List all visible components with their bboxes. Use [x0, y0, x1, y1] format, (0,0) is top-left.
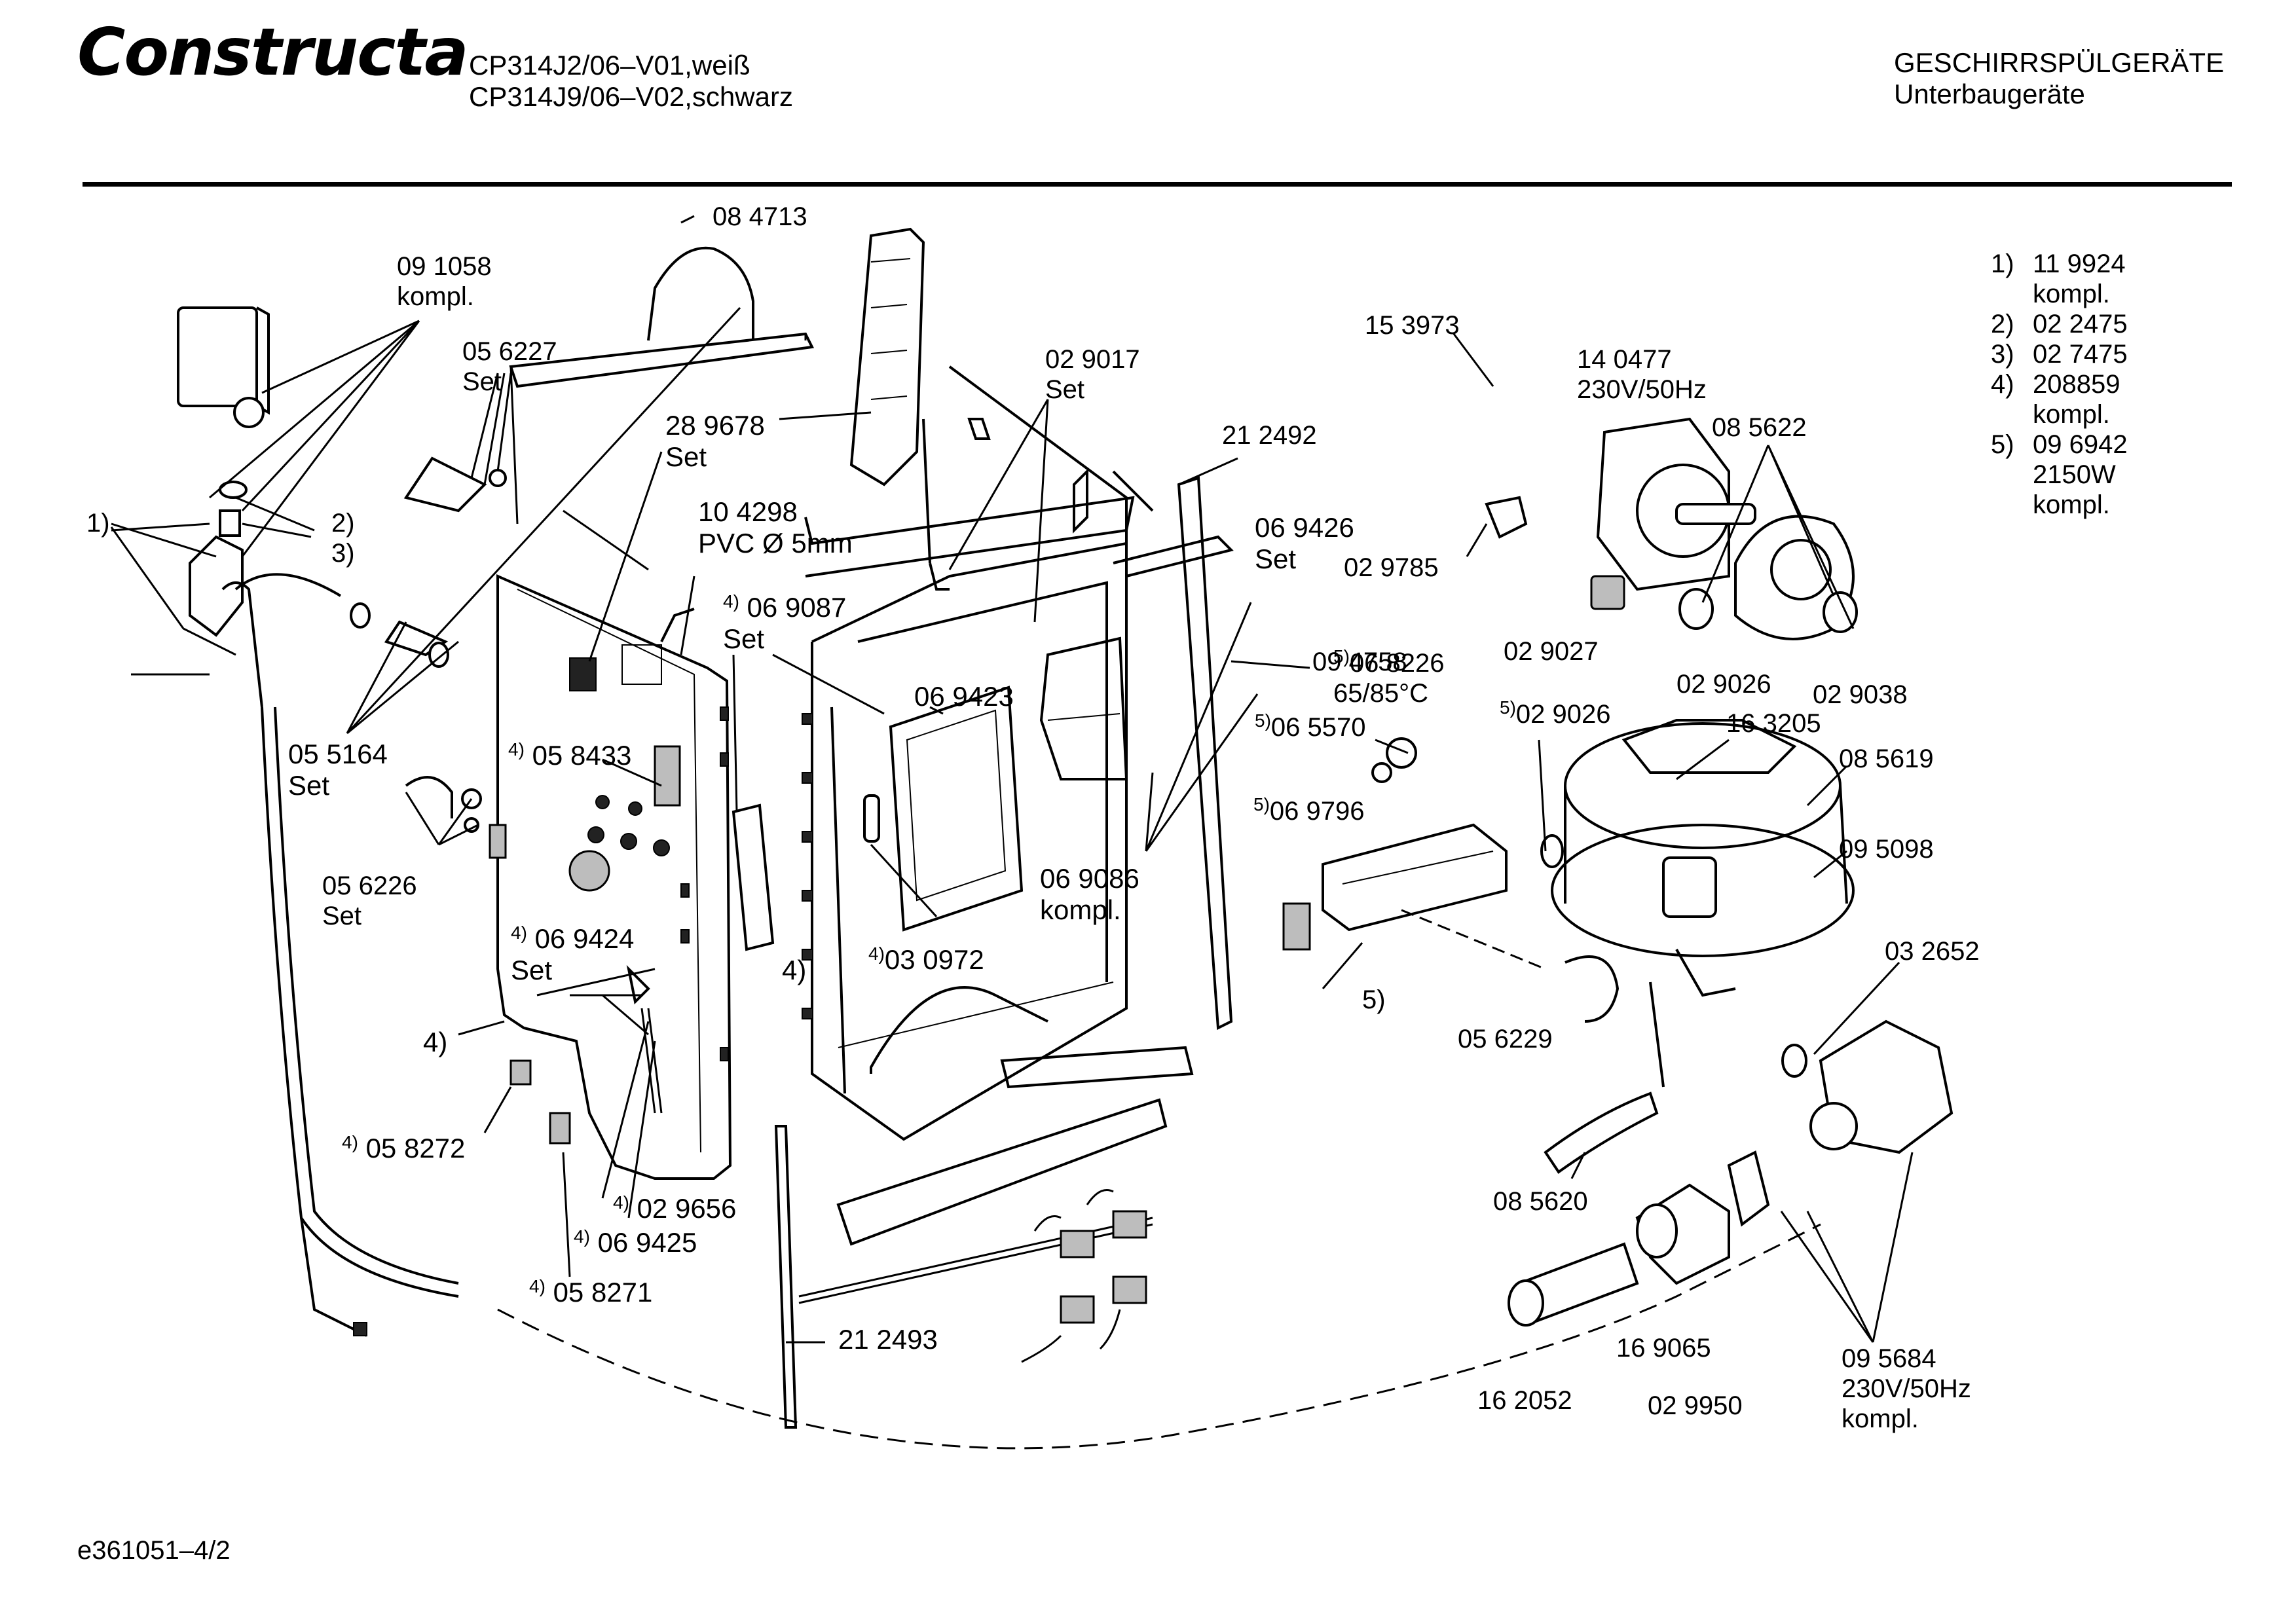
callout-ref-3: 3)	[331, 539, 355, 568]
leader-lines	[110, 306, 1914, 1344]
category-line-2: Unterbaugeräte	[1894, 79, 2085, 109]
callout-162052: 16 2052	[1477, 1386, 1572, 1415]
callout-ref-2: 2)	[331, 509, 355, 538]
callout-084713: 08 4713	[713, 202, 807, 231]
callout-056229: 05 6229	[1458, 1025, 1553, 1053]
callout-069425: 4) 06 9425	[574, 1226, 697, 1258]
callout-029950: 02 9950	[1648, 1391, 1743, 1420]
callout-032652: 03 2652	[1885, 937, 1980, 966]
callout-029026-a: 02 9026	[1676, 670, 1771, 699]
category-line-1: GESCHIRRSPÜLGERÄTE	[1894, 47, 2225, 78]
callout-094758: 09 4758	[1312, 648, 1407, 676]
callout-058433: 4) 05 8433	[508, 739, 632, 771]
brand-logo: Constructa	[77, 14, 469, 90]
callout-030972: 4)03 0972	[868, 943, 984, 975]
callout-ref-1: 1)	[86, 509, 110, 538]
door-panel-drawing	[496, 574, 732, 1180]
category-block: GESCHIRRSPÜLGERÄTE Unterbaugeräte	[1894, 47, 2224, 110]
footnote: 3)02 7475	[1991, 340, 2128, 369]
callout-029785: 02 9785	[1344, 553, 1439, 582]
callout-212492: 21 2492	[1222, 421, 1317, 450]
callout-029026-b: 5)02 9026	[1500, 697, 1611, 729]
tub-body-drawing	[802, 365, 1154, 1141]
callout-169065: 16 9065	[1616, 1334, 1711, 1363]
document-id: e361051–4/2	[77, 1536, 231, 1565]
footnote: 2)02 2475	[1991, 310, 2128, 339]
callout-085620: 08 5620	[1493, 1187, 1588, 1216]
callout-029656: 4) 02 9656	[613, 1192, 737, 1224]
callout-069796: 5)06 9796	[1253, 794, 1365, 826]
callout-029027: 02 9027	[1504, 637, 1599, 666]
callout-163205: 16 3205	[1726, 709, 1821, 738]
callout-029038: 02 9038	[1813, 680, 1908, 709]
callout-212493: 21 2493	[838, 1324, 938, 1355]
callout-058272: 4) 05 8272	[342, 1132, 466, 1163]
callout-ref-4a: 4)	[423, 1027, 448, 1057]
header-rule	[83, 182, 2232, 187]
callout-085619: 08 5619	[1839, 744, 1934, 773]
model-line-1: CP314J2/06–V01,weiß	[469, 50, 750, 81]
model-line-2: CP314J9/06–V02,schwarz	[469, 81, 793, 112]
callout-069423: 06 9423	[914, 681, 1014, 712]
model-numbers: CP314J2/06–V01,weiß CP314J9/06–V02,schwa…	[469, 50, 793, 113]
callout-ref-5: 5)	[1362, 985, 1386, 1014]
callout-058271: 4) 05 8271	[529, 1276, 653, 1308]
callout-ref-4b: 4)	[782, 955, 807, 985]
inlet-hose-drawing	[177, 306, 459, 1337]
callout-085622: 08 5622	[1712, 413, 1807, 442]
callout-095098: 09 5098	[1839, 835, 1934, 864]
callout-153973: 15 3973	[1365, 311, 1460, 340]
callout-065570: 5)06 5570	[1255, 710, 1366, 742]
